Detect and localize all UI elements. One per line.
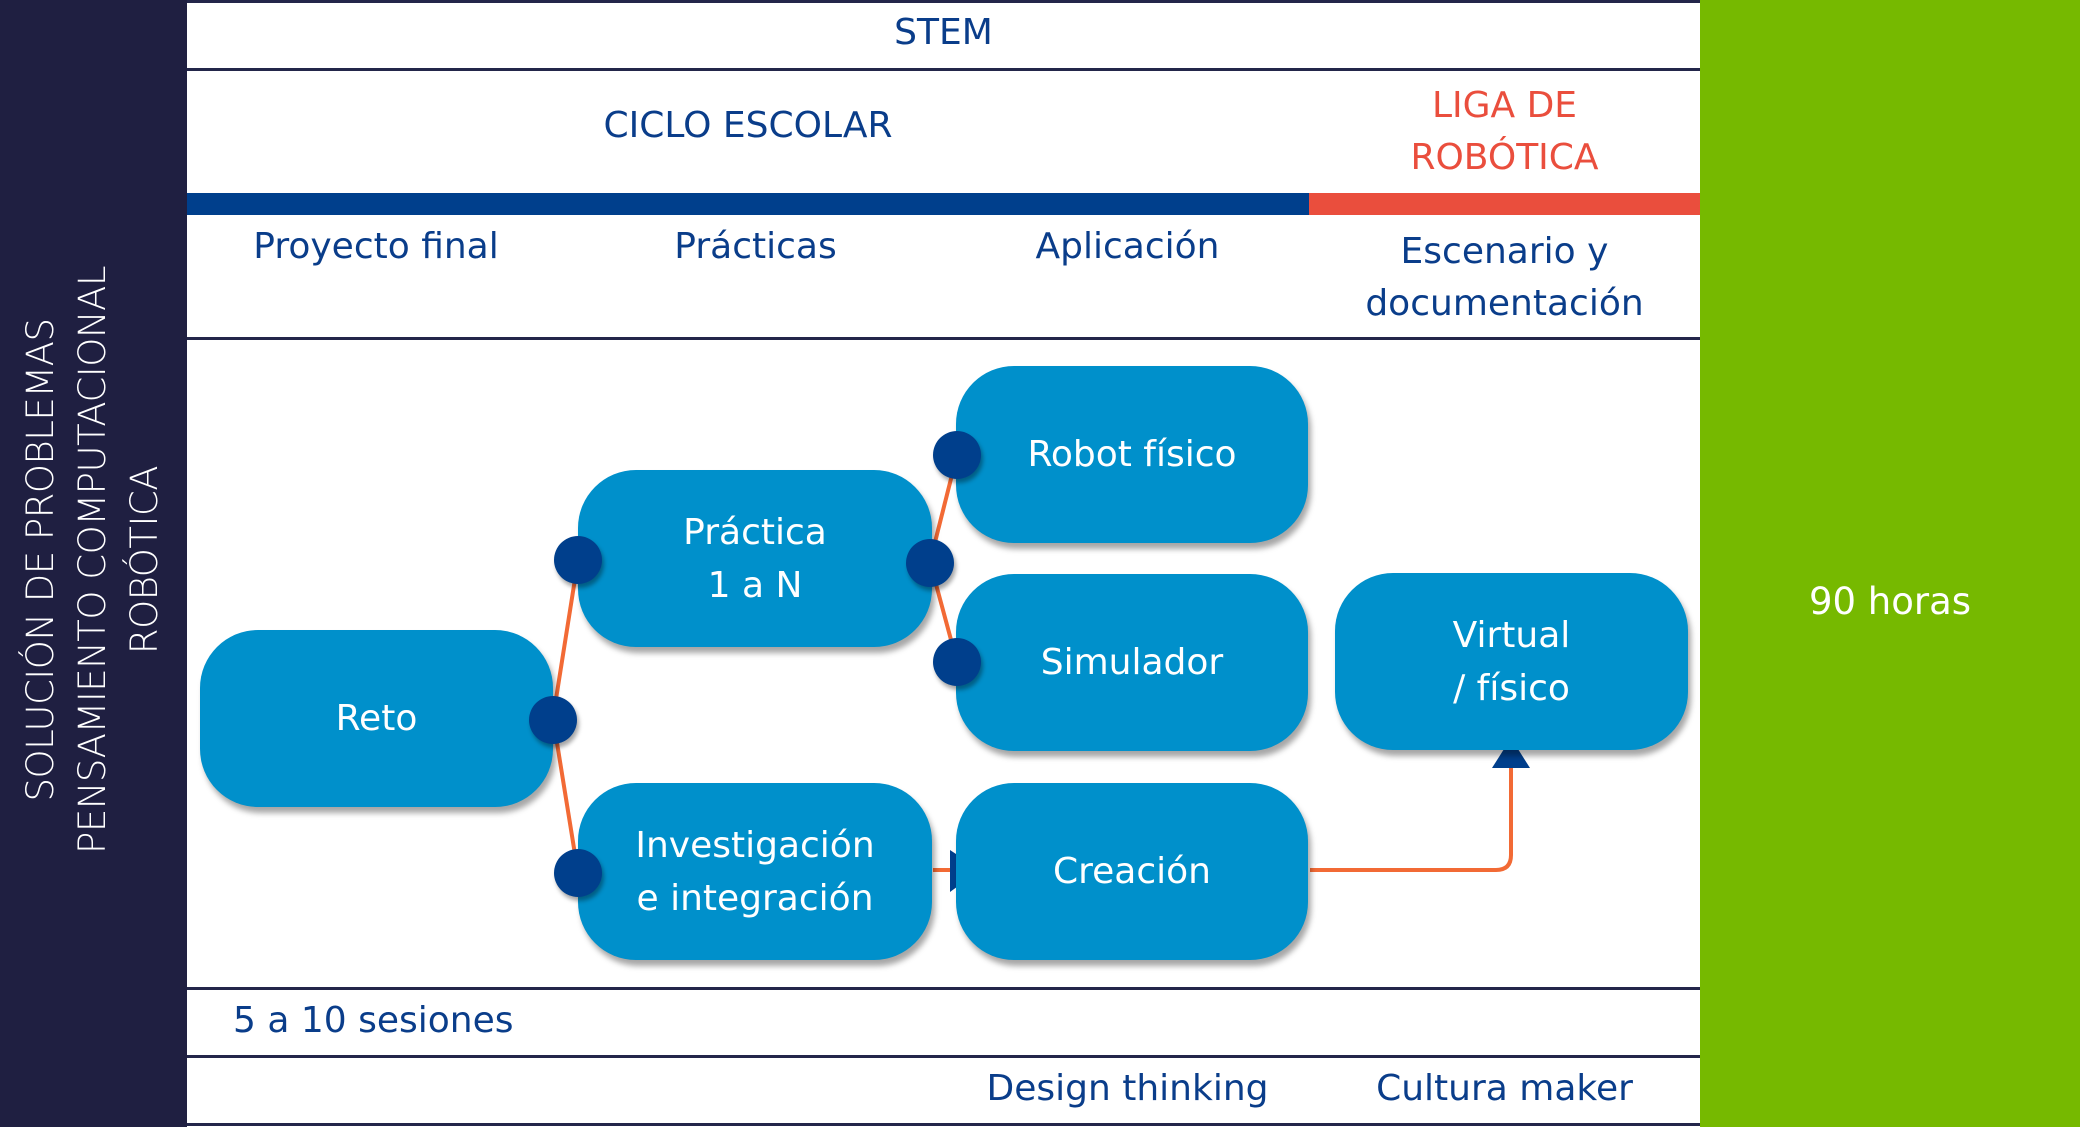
left-panel: SOLUCIÓN DE PROBLEMAS PENSAMIENTO COMPUT… [0, 0, 187, 1127]
liga-line-2: ROBÓTICA [1410, 137, 1599, 178]
stem-label: STEM [894, 12, 993, 53]
node-simulador-label: Simulador [1040, 642, 1224, 683]
left-title-line-2: PENSAMIENTO COMPUTACIONAL [71, 266, 114, 854]
liga-line-1: LIGA DE [1431, 85, 1578, 126]
connector-creacion-virtual [1310, 760, 1513, 872]
phase-escenario-line-1: Escenario y [1400, 231, 1609, 272]
node-creacion-label: Creación [1053, 851, 1211, 892]
dot-practica-in [554, 536, 602, 584]
dot-investigacion-in [554, 849, 602, 897]
node-simulador: Simulador [956, 574, 1308, 751]
ciclo-escolar-label: CICLO ESCOLAR [603, 105, 893, 146]
phase-escenario: Escenario y documentación [1309, 226, 1700, 330]
left-panel-title: SOLUCIÓN DE PROBLEMAS PENSAMIENTO COMPUT… [15, 180, 171, 940]
node-practica-line-1: Práctica [683, 511, 827, 553]
node-practica-line-2: 1 a N [707, 564, 803, 606]
node-investigacion: Investigación e integración [578, 783, 932, 960]
liga-robotica-bar [1309, 193, 1700, 215]
dot-practica-out [906, 539, 954, 587]
node-creacion: Creación [956, 783, 1308, 960]
phase-escenario-line-2: documentación [1365, 283, 1644, 324]
node-virtual-fisico: Virtual / físico [1335, 573, 1688, 750]
divider-phases [187, 337, 1700, 340]
sessions-label: 5 a 10 sesiones [233, 1000, 514, 1041]
left-title-line-1: SOLUCIÓN DE PROBLEMAS [19, 318, 62, 802]
left-title-line-3: ROBÓTICA [123, 465, 166, 655]
node-virtual-line-2: / físico [1453, 667, 1570, 709]
duration-label: 90 horas [1808, 580, 1972, 623]
node-reto: Reto [200, 630, 553, 807]
node-virtual-line-1: Virtual [1452, 614, 1571, 656]
phase-proyecto-final: Proyecto final [253, 226, 499, 267]
divider-sessions [187, 1055, 1700, 1058]
dot-robot-in [933, 431, 981, 479]
node-investigacion-line-2: e integración [636, 877, 874, 919]
node-robot-fisico: Robot físico [956, 366, 1308, 543]
divider-diagram-bottom [187, 987, 1700, 990]
node-reto-label: Reto [335, 698, 418, 739]
phase-aplicacion: Aplicación [1035, 226, 1220, 267]
dot-reto-out [529, 696, 577, 744]
cultura-maker-label: Cultura maker [1376, 1068, 1633, 1109]
ciclo-escolar-bar [187, 193, 1309, 215]
divider-stem [187, 68, 1700, 71]
node-robot-fisico-label: Robot físico [1027, 434, 1237, 475]
duration-panel: 90 horas [1700, 0, 2080, 1127]
node-investigacion-line-1: Investigación [635, 824, 875, 866]
phase-practicas: Prácticas [674, 226, 837, 267]
liga-robotica-label: LIGA DE ROBÓTICA [1309, 80, 1700, 184]
node-practica: Práctica 1 a N [578, 470, 932, 647]
divider-top [187, 0, 1700, 3]
divider-bottom [187, 1123, 1700, 1126]
design-thinking-label: Design thinking [986, 1068, 1269, 1109]
dot-simulador-in [933, 638, 981, 686]
